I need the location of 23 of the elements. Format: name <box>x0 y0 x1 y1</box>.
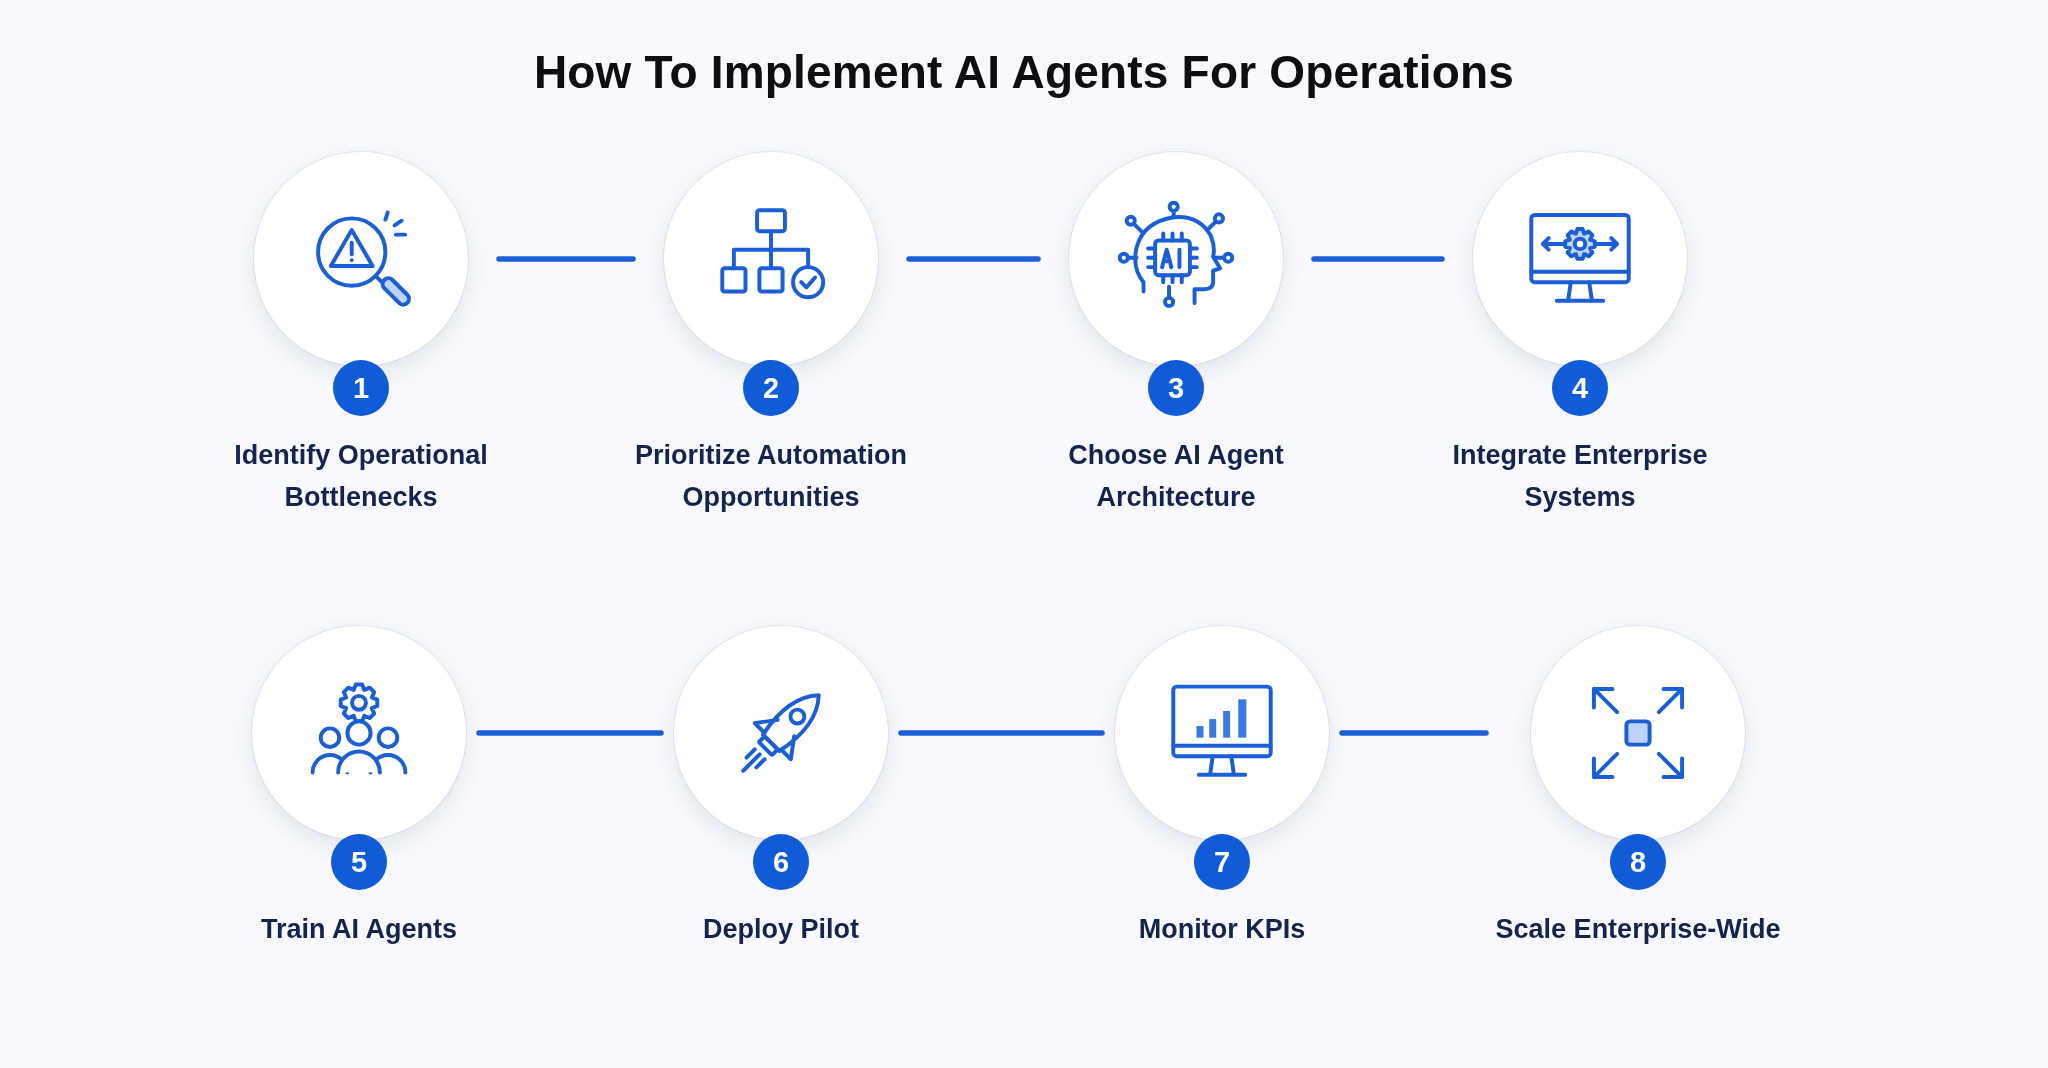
connector-line <box>906 256 1041 262</box>
connector-line <box>1339 730 1489 736</box>
connector-line <box>898 730 1105 736</box>
step-label: Prioritize Automation Opportunities <box>634 439 908 514</box>
step-number-badge: 1 <box>333 360 389 416</box>
step-label: Scale Enterprise-Wide <box>1495 913 1781 946</box>
step-label: Identify Operational Bottlenecks <box>233 439 489 514</box>
step-number-badge: 5 <box>331 834 387 890</box>
step-number-badge: 2 <box>743 360 799 416</box>
step-number-badge: 4 <box>1552 360 1608 416</box>
step-number-badge: 3 <box>1148 360 1204 416</box>
step-label: Monitor KPIs <box>1138 913 1306 946</box>
step-number-badge: 6 <box>753 834 809 890</box>
diagram-title: How To Implement AI Agents For Operations <box>533 46 1515 98</box>
step-label: Choose AI Agent Architecture <box>1067 439 1285 514</box>
step-number-badge: 8 <box>1610 834 1666 890</box>
connector-line <box>496 256 636 262</box>
step-label: Integrate Enterprise Systems <box>1451 439 1709 514</box>
step-label: Deploy Pilot <box>703 913 859 946</box>
connector-line <box>1311 256 1445 262</box>
step-label: Train AI Agents <box>261 913 457 946</box>
step-number-badge: 7 <box>1194 834 1250 890</box>
connector-line <box>476 730 664 736</box>
